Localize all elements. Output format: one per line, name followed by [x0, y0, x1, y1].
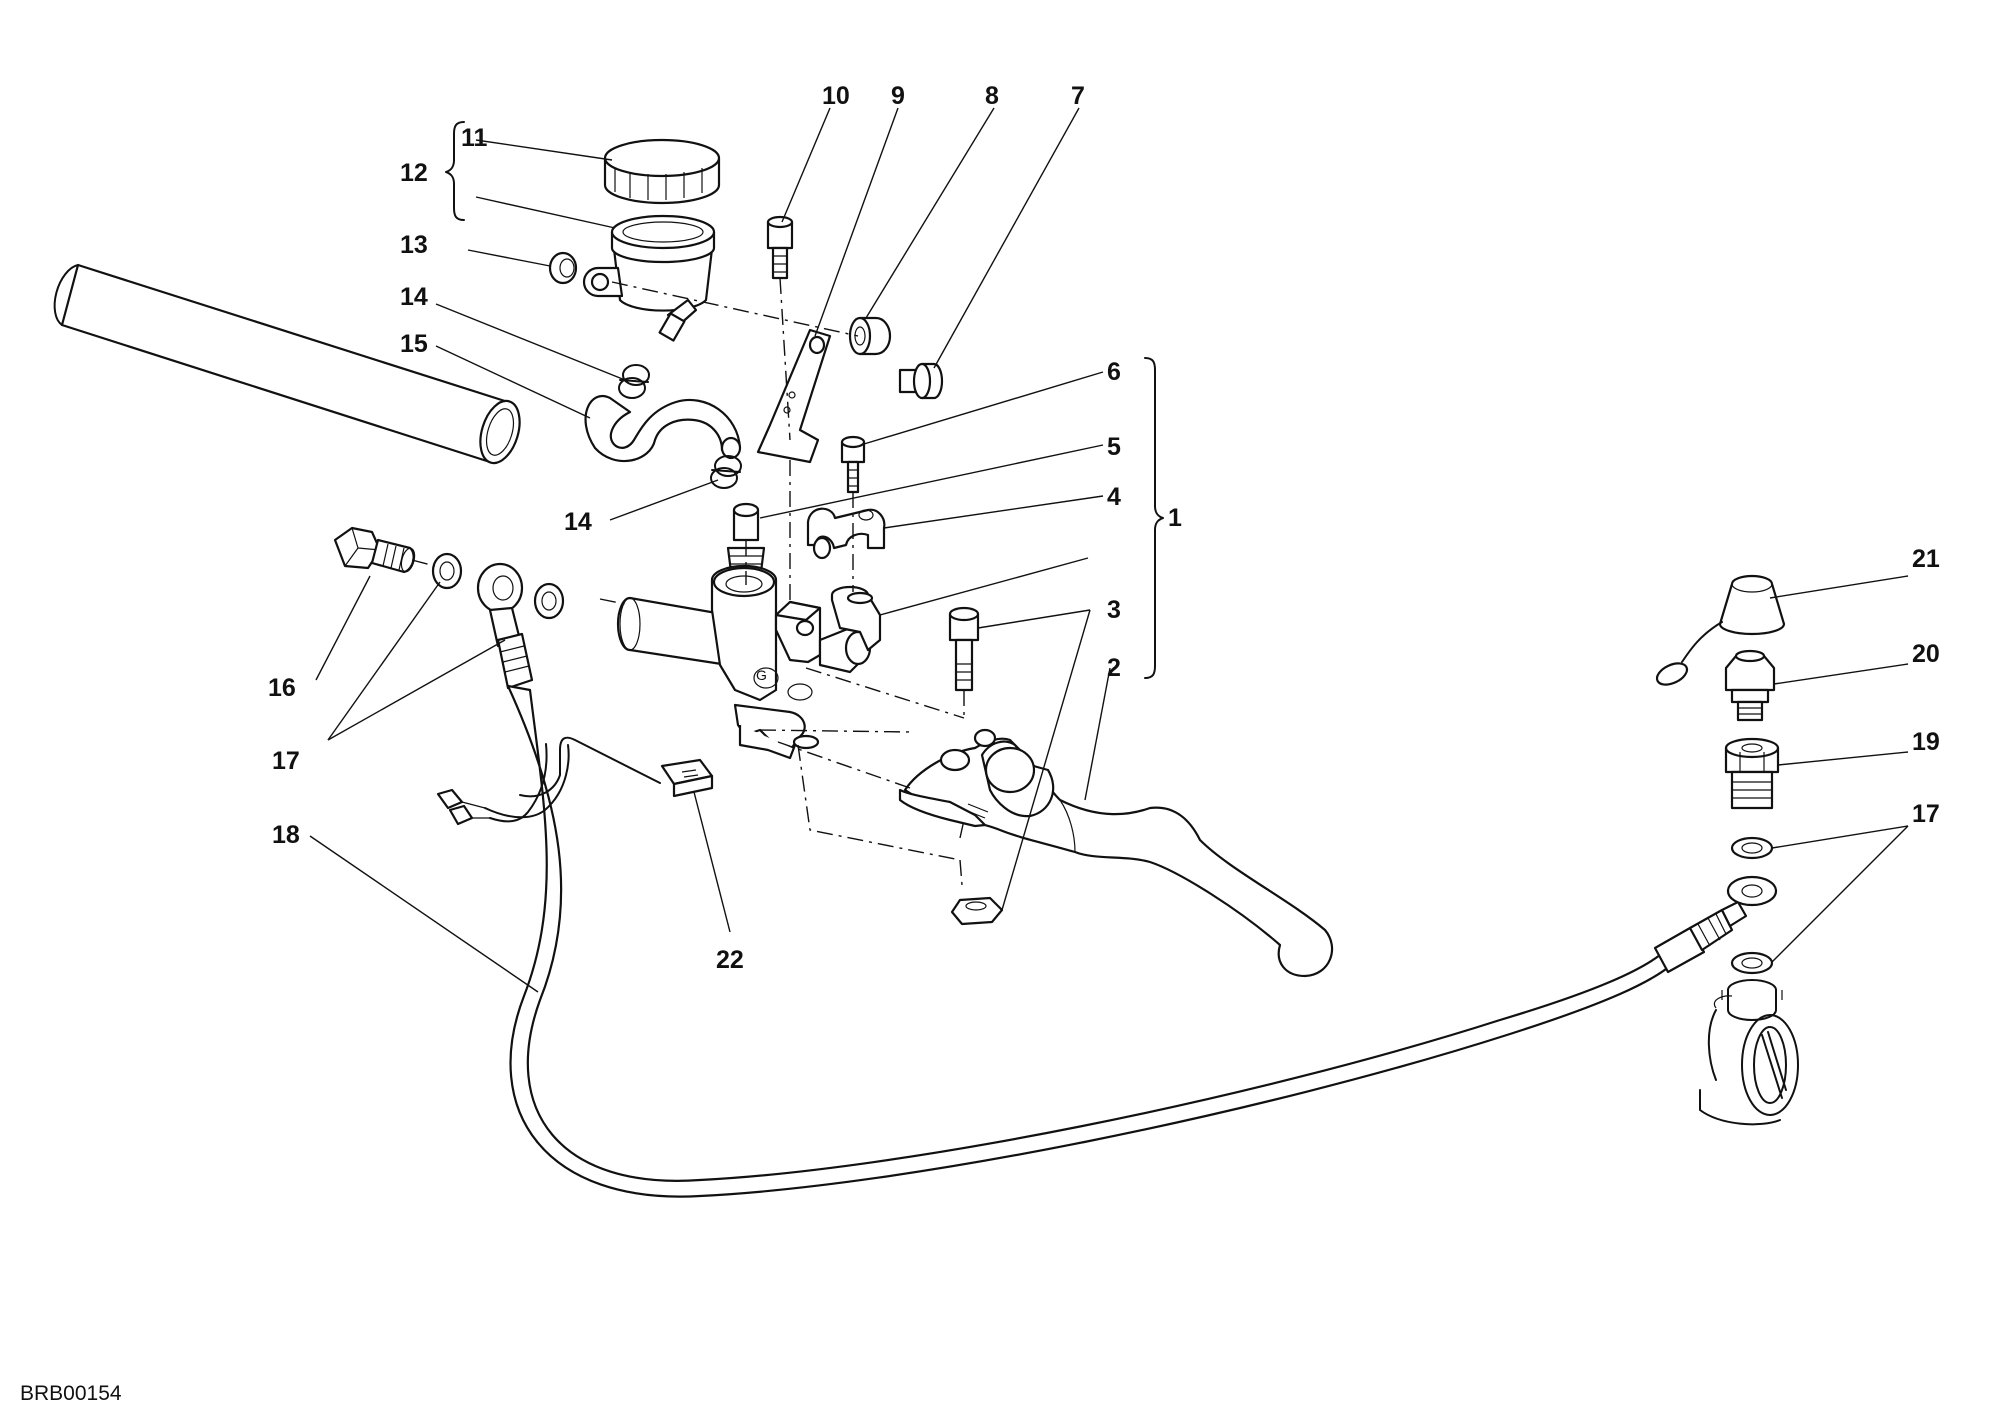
- clamp-screw: [840, 435, 866, 494]
- callout-8: 8: [985, 82, 999, 110]
- callout-labels: 10 9 8 7 11 12 13 14 15 6 5 4 1 14 3 2 1…: [268, 82, 1940, 974]
- banjo-bolt: [333, 526, 416, 574]
- callout-17-right: 17: [1912, 800, 1940, 828]
- callout-22: 22: [716, 946, 744, 974]
- callout-15: 15: [400, 330, 428, 358]
- grommet: [548, 251, 578, 285]
- callout-18: 18: [272, 821, 300, 849]
- hose-clamp-lower: [710, 455, 742, 489]
- reservoir-cap: [603, 138, 721, 205]
- copper-washer-left-b: [533, 582, 565, 620]
- callout-5: 5: [1107, 433, 1121, 461]
- callout-14-lower: 14: [564, 508, 592, 536]
- handlebar-clamp-half: [806, 507, 886, 560]
- pivot-nut: [950, 896, 1004, 926]
- copper-washer-right-a: [1730, 836, 1774, 860]
- group-bracket-12: [445, 121, 465, 221]
- callout-12: 12: [400, 159, 428, 187]
- handlebar-tube: [53, 263, 521, 465]
- bleeder-dust-cap: [1655, 574, 1786, 686]
- bleeder-valve: [1724, 649, 1776, 722]
- master-cylinder-body: G: [616, 564, 882, 760]
- banjo-bolt-right: [1724, 737, 1780, 810]
- pivot-bolt: [948, 606, 980, 692]
- bracket-screw: [766, 215, 794, 280]
- callout-19: 19: [1912, 728, 1940, 756]
- callout-21: 21: [1912, 545, 1940, 573]
- slave-cylinder-fragment: [1699, 979, 1799, 1126]
- callout-10: 10: [822, 82, 850, 110]
- callout-4: 4: [1107, 483, 1121, 511]
- callout-1: 1: [1168, 504, 1182, 532]
- callout-2: 2: [1107, 654, 1121, 682]
- drawing-code: BRB00154: [20, 1382, 122, 1405]
- callout-13: 13: [400, 231, 428, 259]
- leader-lines: [309, 107, 1909, 993]
- group-bracket-1: [1144, 357, 1164, 679]
- callout-9: 9: [891, 82, 905, 110]
- callout-3: 3: [1107, 596, 1121, 624]
- clutch-switch-wiring: [436, 736, 714, 826]
- reservoir-hose: [584, 395, 742, 463]
- mounting-bracket: [756, 328, 832, 464]
- assembly-center-lines: [411, 277, 965, 886]
- hose-clamp-upper: [618, 364, 650, 399]
- callout-6: 6: [1107, 358, 1121, 386]
- banjo-fitting-right: [1726, 875, 1778, 907]
- reservoir-body: [582, 214, 716, 342]
- clutch-lever: [898, 728, 1334, 978]
- callout-20: 20: [1912, 640, 1940, 668]
- svg-text:G: G: [756, 667, 767, 683]
- callout-7: 7: [1071, 82, 1085, 110]
- banjo-fitting-left: [476, 562, 534, 690]
- copper-washer-left-a: [431, 552, 463, 590]
- callout-17-left: 17: [272, 747, 300, 775]
- callout-14-upper: 14: [400, 283, 428, 311]
- hose-end-fitting-right: [1653, 900, 1748, 974]
- callout-16: 16: [268, 674, 296, 702]
- copper-washer-right-b: [1730, 951, 1774, 975]
- reservoir-screw: [898, 362, 944, 400]
- callout-11: 11: [461, 124, 488, 152]
